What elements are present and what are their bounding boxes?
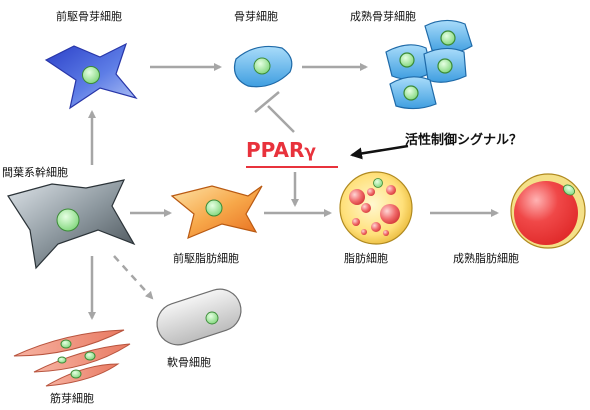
arrow-msc-to-chondrocyte [113,255,154,300]
signal-label: 活性制御シグナル？ [405,133,523,148]
label-mature-osteoblast: 成熟骨芽細胞 [350,10,416,23]
nucleus [563,184,575,196]
label-osteoblast: 骨芽細胞 [234,10,278,23]
label-mature-adipocyte: 成熟脂肪細胞 [453,252,519,265]
mature-osteoblast-cluster [385,19,473,110]
signal-arrow [350,144,409,160]
osteoblast-cell [233,45,293,88]
arrows [88,63,499,320]
mesenchymal-stem-cell [7,179,136,270]
inhibition-symbol [254,91,295,133]
nucleus [82,66,100,84]
nucleus [56,208,80,232]
nucleus [373,178,383,188]
pparg-gamma: γ [304,142,316,162]
preadipocyte-cell [170,185,263,240]
label-msc: 間葉系幹細胞 [2,166,68,179]
chondrocyte-cell [156,288,242,346]
pparg-text: PPAR [246,138,305,162]
nucleus [205,311,219,325]
label-preosteoblast: 前駆骨芽細胞 [56,10,122,23]
label-adipocyte: 脂肪細胞 [344,252,388,265]
nucleus [205,199,223,217]
label-preadipocyte: 前駆脂肪細胞 [173,252,239,265]
myocyte-cells [13,329,131,387]
nucleus [253,57,271,75]
preosteoblast-cell [44,42,138,110]
label-myocyte: 筋芽細胞 [50,392,94,405]
mature-adipocyte-cell [510,173,586,249]
pparg-label: PPARγ [246,138,316,162]
label-chondrocyte: 軟骨細胞 [167,356,211,369]
pparg-underline [246,166,338,168]
adipocyte-cell [339,171,413,245]
